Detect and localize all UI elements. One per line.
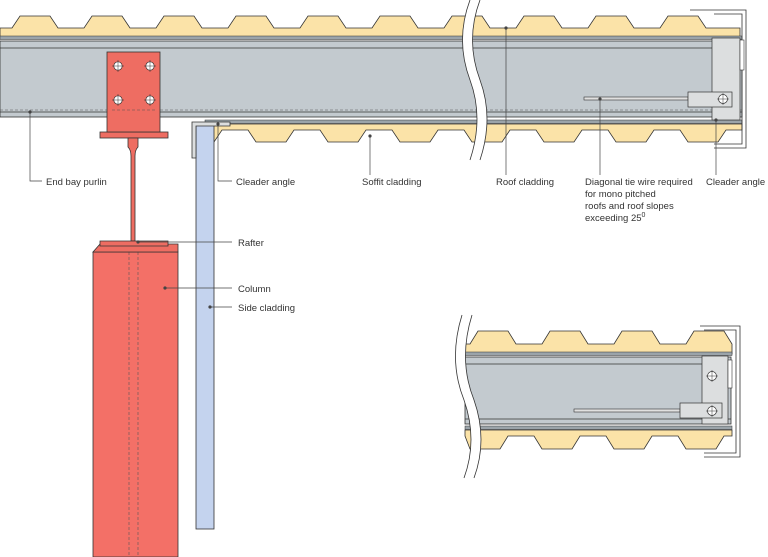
side-cladding <box>195 123 215 530</box>
cleader-angle-left <box>191 121 231 159</box>
label-cleader-angle-left: Cleader angle <box>236 177 295 188</box>
cleader-angle-right <box>711 37 741 121</box>
inset-soffit-cladding <box>464 429 733 450</box>
label-end-bay-purlin: End bay purlin <box>46 177 107 188</box>
rafter-top-flange <box>99 131 169 139</box>
label-side-cladding: Side cladding <box>238 303 295 314</box>
rafter <box>99 131 169 247</box>
label-rafter: Rafter <box>238 238 264 249</box>
roof-cladding-liner <box>0 35 743 40</box>
detail-inset <box>455 314 741 479</box>
label-diagonal-tie-line2: for mono pitched <box>585 189 656 200</box>
label-diagonal-tie-line1: Diagonal tie wire required <box>585 177 693 188</box>
label-diagonal-tie-line4: exceeding 250 <box>585 212 646 224</box>
soffit-cladding-liner <box>204 119 743 124</box>
rafter-web <box>127 137 139 242</box>
bolt-icon <box>706 405 718 417</box>
bolt-icon <box>144 60 156 72</box>
label-soffit-cladding: Soffit cladding <box>362 177 422 188</box>
label-cleader-angle-right: Cleader angle <box>706 177 765 188</box>
soffit-cladding-insulation <box>204 123 743 143</box>
label-column: Column <box>238 284 271 295</box>
roof-cladding-insulation <box>0 15 741 39</box>
bolt-icon <box>717 93 729 105</box>
leader-end-bay-purlin <box>29 112 42 182</box>
bolt-icon <box>112 60 124 72</box>
break-line <box>462 0 487 160</box>
label-diagonal-tie-line3: roofs and roof slopes <box>585 201 674 212</box>
column <box>92 251 179 557</box>
bolt-icon <box>144 94 156 106</box>
label-diagonal-tie-degree: 0 <box>642 212 646 219</box>
label-diagonal-tie-text: exceeding 25 <box>585 213 642 224</box>
bolt-icon <box>706 370 718 382</box>
roof-cladding-panel <box>0 15 743 40</box>
break-line-left-edge <box>462 0 478 161</box>
inset-diagonal-tie-wire <box>573 408 681 413</box>
break-line-right-edge <box>472 0 488 161</box>
bolt-icon <box>112 94 124 106</box>
inset-roof-cladding <box>464 330 733 355</box>
soffit-cladding-panel <box>204 119 743 143</box>
leader-cleader-angle-left <box>217 124 232 182</box>
label-roof-cladding: Roof cladding <box>496 177 554 188</box>
